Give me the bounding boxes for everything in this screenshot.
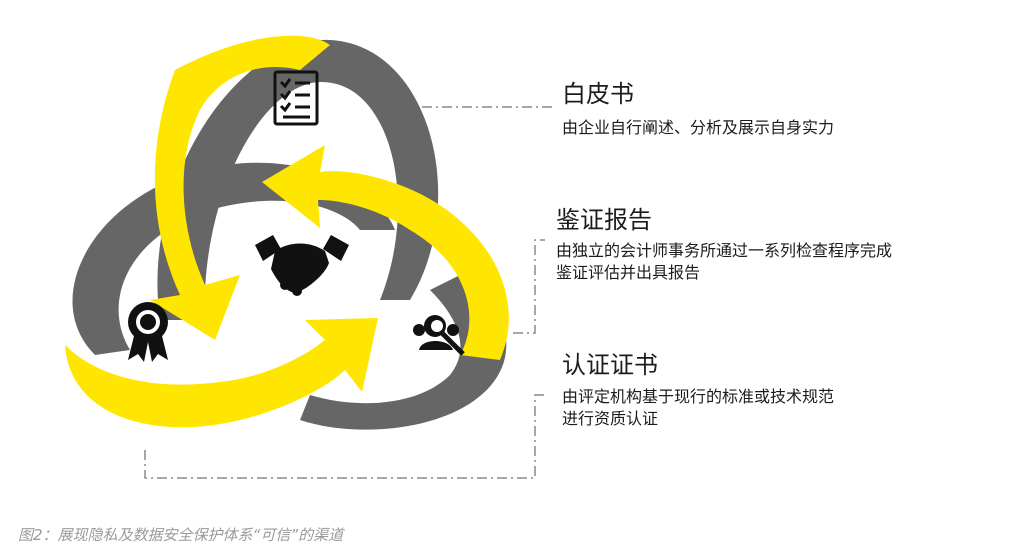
- figure-caption: 图2：展现隐私及数据安全保护体系“可信”的渠道: [18, 526, 344, 544]
- gray-band-top: [157, 39, 439, 320]
- whitepaper-title: 白皮书: [562, 80, 634, 108]
- connector-certificate: [144, 394, 548, 479]
- handshake-icon: [255, 235, 349, 296]
- whitepaper-desc-line-1: 由企业自行阐述、分析及展示自身实力: [562, 118, 835, 137]
- assurance-report-desc-line-2: 鉴证评估并出具报告: [556, 263, 701, 282]
- gray-band-left: [72, 162, 395, 355]
- certificate-title: 认证证书: [562, 351, 658, 379]
- certificate-desc-line-2: 进行资质认证: [562, 409, 659, 428]
- auditor-search-icon: [413, 315, 465, 356]
- connector-assurance: [513, 239, 545, 334]
- checklist-icon: [273, 70, 319, 126]
- award-ribbon-icon: [128, 302, 168, 362]
- assurance-report-title: 鉴证报告: [556, 206, 652, 234]
- yellow-arrow-bottom: [65, 318, 378, 428]
- gray-band-bottom: [300, 270, 507, 430]
- yellow-arrow-left: [150, 35, 330, 340]
- certificate-desc-line-1: 由评定机构基于现行的标准或技术规范: [562, 387, 835, 406]
- yellow-arrow-right: [262, 145, 509, 360]
- assurance-report-desc-line-1: 由独立的会计师事务所通过一系列检查程序完成: [556, 241, 893, 260]
